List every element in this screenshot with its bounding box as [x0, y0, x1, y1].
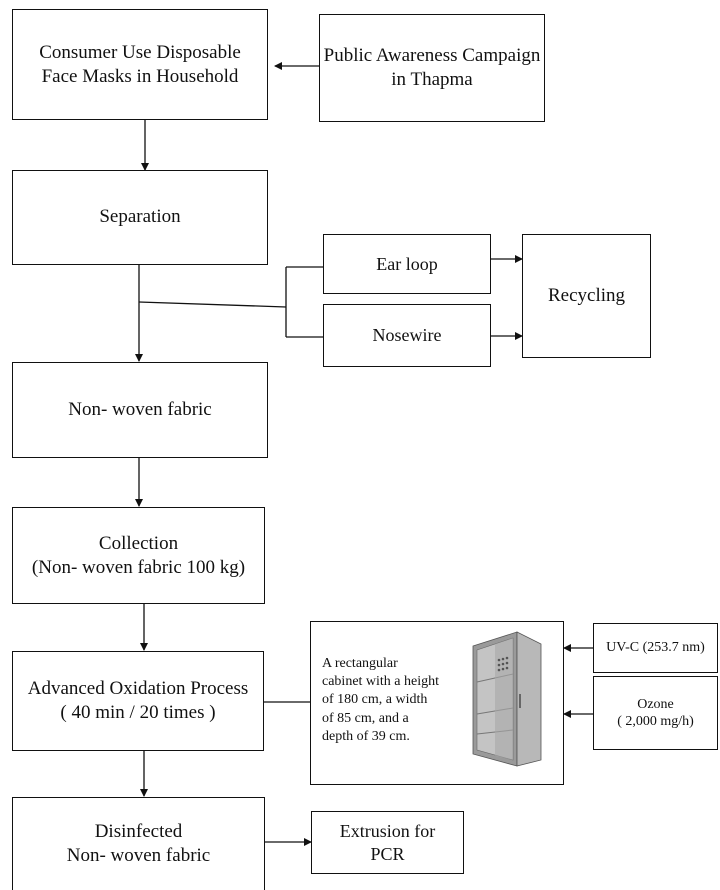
box-ozone-line-1: Ozone: [637, 696, 674, 712]
box-extrusion: Extrusion for PCR: [311, 811, 464, 874]
box-aop-line-2: ( 40 min / 20 times ): [60, 702, 216, 723]
box-awareness-line-1: Public Awareness Campaign: [323, 45, 541, 67]
box-uvc: UV-C (253.7 nm): [593, 623, 718, 673]
cabinet-description-line-5: depth of 39 cm.: [322, 728, 410, 744]
box-recycling: Recycling: [522, 234, 651, 358]
metal-locker-cabinet-icon: [472, 631, 542, 767]
box-nonwoven: Non- woven fabric: [12, 362, 268, 458]
box-aop-line-1: Advanced Oxidation Process: [27, 678, 249, 700]
box-awareness: Public Awareness Campaign in Thapma: [319, 14, 545, 122]
box-extrusion-line-1: Extrusion for: [339, 821, 436, 841]
box-nosewire-label: Nosewire: [372, 325, 442, 346]
box-ozone-line-2: ( 2,000 mg/h): [617, 714, 694, 729]
box-separation: Separation: [12, 170, 268, 265]
box-aop: Advanced Oxidation Process ( 40 min / 20…: [12, 651, 264, 751]
box-disinfected-line-2: Non- woven fabric: [66, 845, 211, 866]
cabinet-description-line-4: of 85 cm, and a: [322, 710, 409, 726]
box-consumer: Consumer Use Disposable Face Masks in Ho…: [12, 9, 268, 120]
box-disinfected-line-1: Disinfected: [94, 821, 183, 843]
box-extrusion-line-2: PCR: [370, 843, 405, 864]
box-collection: Collection (Non- woven fabric 100 kg): [12, 507, 265, 604]
box-collection-line-1: Collection: [98, 532, 179, 554]
cabinet-description-line-3: of 180 cm, a width: [322, 692, 428, 708]
box-awareness-line-2: in Thapma: [391, 69, 473, 90]
box-nonwoven-label: Non- woven fabric: [68, 399, 212, 421]
box-uvc-label: UV-C (253.7 nm): [606, 640, 705, 656]
box-disinfected: Disinfected Non- woven fabric: [12, 797, 265, 890]
box-consumer-line-1: Consumer Use Disposable: [39, 41, 241, 63]
cabinet-description-line-2: cabinet with a height: [322, 674, 440, 690]
branch-line: [138, 301, 287, 308]
box-recycling-label: Recycling: [547, 285, 626, 307]
cabinet-description-line-1: A rectangular: [322, 656, 398, 671]
box-nosewire: Nosewire: [323, 304, 491, 367]
box-earloop: Ear loop: [323, 234, 491, 294]
box-collection-line-2: (Non- woven fabric 100 kg): [31, 556, 246, 578]
box-ozone: Ozone ( 2,000 mg/h): [593, 676, 718, 750]
box-earloop-label: Ear loop: [376, 253, 438, 274]
cabinet-description: A rectangular cabinet with a height of 1…: [322, 655, 452, 746]
box-consumer-line-2: Face Masks in Household: [41, 65, 239, 87]
box-separation-label: Separation: [99, 206, 181, 227]
